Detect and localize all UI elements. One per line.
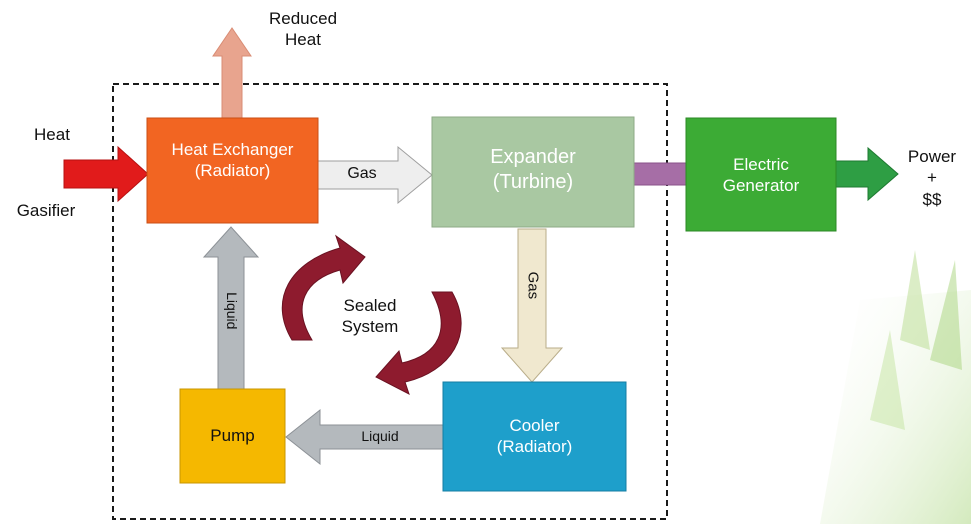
- gasifier-label: Gasifier: [16, 201, 76, 220]
- power-line-3: $$: [922, 189, 942, 209]
- expander-label: Expander (Turbine): [432, 137, 634, 203]
- heat-exchanger-box: [146, 117, 319, 224]
- generator-line-1: Electric: [733, 154, 789, 174]
- heat-label: Heat: [34, 125, 70, 144]
- cycle-arrow-upper: [281, 234, 366, 341]
- gas-arrow-down: [500, 228, 564, 383]
- generator-box: [685, 117, 837, 232]
- pump-label: Pump: [210, 426, 255, 446]
- cooler-line-2: (Radiator): [496, 437, 573, 456]
- power-arrow: [835, 146, 899, 202]
- shaft: [632, 162, 689, 186]
- cooler-line-1: Cooler: [509, 415, 560, 435]
- liquid-arrow-up: [202, 226, 260, 390]
- reduced-heat-line-1: Reduced: [268, 9, 338, 28]
- cycle-arrow-lower: [375, 291, 462, 396]
- expander-box: [431, 116, 635, 228]
- sealed-system-line-1: Sealed: [343, 296, 397, 315]
- heat-exchanger-line-2: (Radiator): [194, 161, 271, 180]
- liquid-up-label: Liquid: [223, 292, 240, 330]
- gas-top-label: Gas: [347, 165, 377, 182]
- background-grass: [820, 250, 971, 524]
- power-label: Power + $$: [896, 146, 968, 210]
- gas-arrow-top: [317, 145, 433, 205]
- sealed-system-label: Sealed System: [320, 295, 420, 338]
- sealed-boundary: [112, 83, 668, 520]
- generator-line-2: Generator: [722, 176, 800, 195]
- heat-exchanger-line-1: Heat Exchanger: [171, 139, 294, 159]
- expander-line-1: Expander: [490, 146, 576, 168]
- liquid-arrow-left: [285, 408, 444, 466]
- heat-exchanger-label: Heat Exchanger (Radiator): [147, 130, 318, 190]
- reduced-heat-line-2: Heat: [285, 30, 321, 50]
- reduced-heat-arrow: [212, 27, 252, 119]
- gas-down-label: Gas: [524, 271, 542, 300]
- power-line-1: Power: [907, 147, 957, 166]
- heat-input-arrow: [63, 145, 149, 203]
- liquid-left-label: Liquid: [361, 428, 399, 444]
- cooler-label: Cooler (Radiator): [443, 404, 626, 468]
- expander-line-2: (Turbine): [492, 171, 574, 193]
- sealed-system-line-2: System: [341, 317, 399, 337]
- cooler-box: [442, 381, 627, 492]
- power-line-2: +: [927, 168, 937, 188]
- pump-box: [179, 388, 286, 484]
- generator-label: Electric Generator: [686, 143, 836, 207]
- reduced-heat-label: Reduced Heat: [248, 8, 358, 51]
